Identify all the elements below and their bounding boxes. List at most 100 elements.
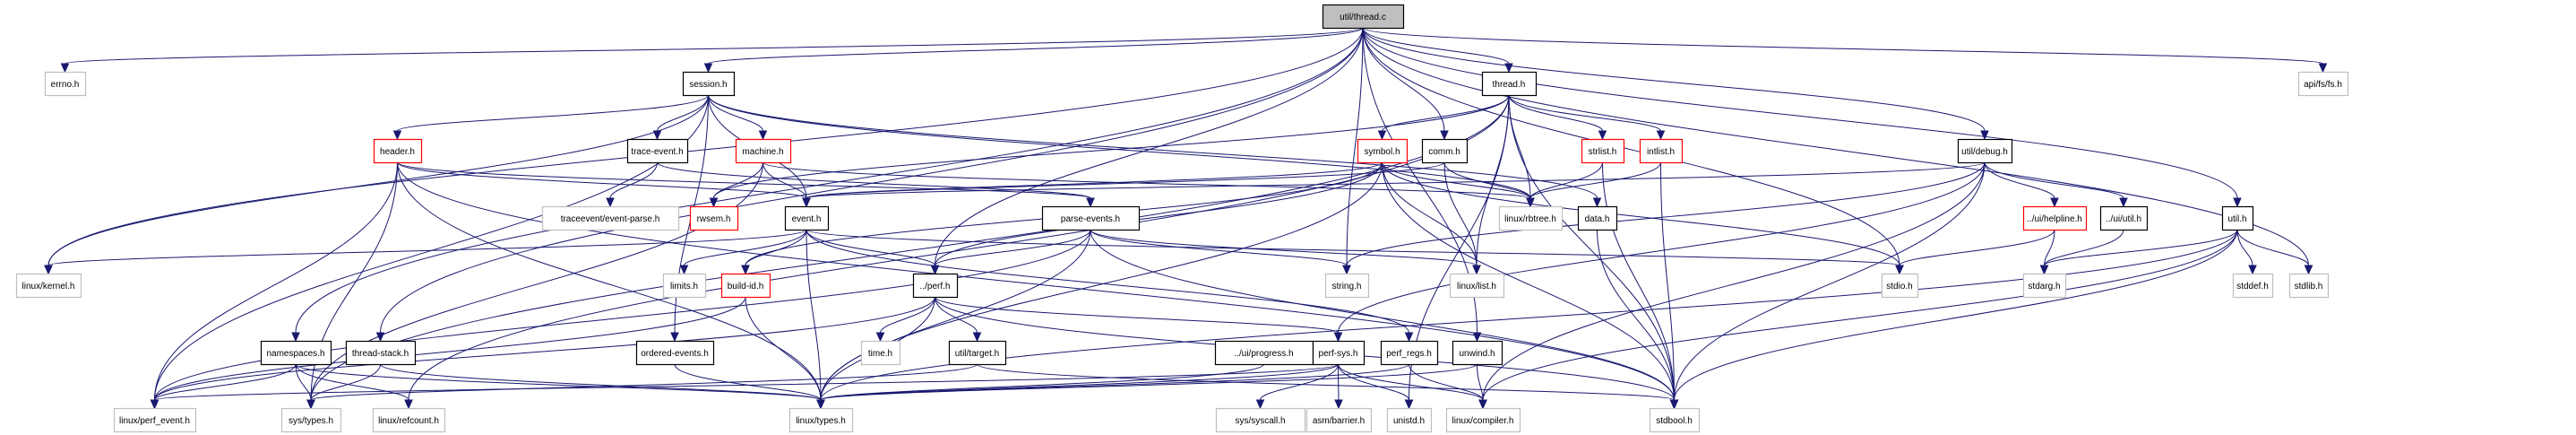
node-perf-regs-h[interactable]: perf_regs.h — [1380, 340, 1439, 366]
node-label: ../ui/util.h — [2106, 214, 2141, 224]
arrowhead-icon — [758, 130, 768, 141]
edge-line — [708, 27, 1364, 65]
edge-perf_sys_h-to-unistd_h — [1338, 363, 1414, 410]
node-perf-sys-h[interactable]: perf-sys.h — [1312, 340, 1366, 366]
node-thread-h[interactable]: thread.h — [1481, 71, 1538, 97]
node-data-h[interactable]: data.h — [1577, 205, 1618, 231]
edge-line — [154, 229, 1091, 401]
node-unwind-h[interactable]: unwind.h — [1452, 340, 1503, 366]
node-label: ../ui/progress.h — [1234, 349, 1293, 359]
edge-line — [2236, 229, 2253, 266]
node-helpline-h[interactable]: ../ui/helpline.h — [2022, 205, 2088, 231]
edge-line — [657, 161, 1091, 199]
edge-line — [1529, 161, 1661, 199]
node-ui-util-h[interactable]: ../ui/util.h — [2099, 205, 2149, 231]
edge-line — [154, 296, 746, 401]
node-session-h[interactable]: session.h — [682, 71, 736, 97]
node-thread-c[interactable]: util/thread.c — [1322, 4, 1405, 30]
edge-line — [806, 161, 1445, 199]
node-label: perf-sys.h — [1319, 349, 1358, 359]
node-label: machine.h — [742, 147, 783, 157]
node-label: header.h — [380, 147, 415, 157]
node-label: string.h — [1332, 282, 1362, 291]
node-parse-events-h[interactable]: parse-events.h — [1041, 205, 1141, 231]
edge-session_h-to-rbtree_h — [708, 94, 1535, 208]
edge-line — [806, 229, 935, 266]
node-box — [948, 340, 1007, 366]
node-rbtree-h: linux/rbtree.h — [1498, 205, 1564, 231]
node-build-id-h[interactable]: build-id.h — [720, 273, 771, 299]
edge-thread_c-to-session_h — [703, 27, 1364, 74]
node-ordered-events-h[interactable]: ordered-events.h — [635, 340, 715, 366]
node-box — [1380, 340, 1439, 366]
edge-namespaces_h-to-perf_event_h — [150, 363, 297, 410]
node-debug-h[interactable]: util/debug.h — [1957, 138, 2013, 164]
edge-line — [154, 363, 297, 401]
arrowhead-icon — [1598, 130, 1607, 141]
node-perf-h[interactable]: ../perf.h — [912, 273, 959, 299]
node-strlist-h[interactable]: strlist.h — [1581, 138, 1625, 164]
edge-session_h-to-perf_event_h — [150, 94, 709, 410]
edge-line — [820, 229, 2238, 401]
arrowhead-icon — [1656, 130, 1666, 141]
node-thread-stack-h[interactable]: thread-stack.h — [345, 340, 417, 366]
arrowhead-icon — [150, 399, 159, 410]
edge-line — [820, 363, 1478, 401]
edge-event_h-to-build_id_h — [741, 229, 807, 275]
arrowhead-icon — [1592, 197, 1602, 208]
arrowhead-icon — [1472, 265, 1481, 275]
edge-perf_h-to-target_h — [935, 296, 982, 343]
edge-unwind_h-to-compiler_h — [1477, 363, 1487, 410]
arrowhead-icon — [679, 265, 689, 275]
edge-line — [713, 94, 1510, 199]
edge-event_h-to-perf_regs_h — [806, 229, 1414, 343]
node-errno-h: errno.h — [44, 71, 87, 97]
node-label: event.h — [792, 214, 822, 224]
node-intlist-h[interactable]: intlist.h — [1639, 138, 1684, 164]
node-target-h[interactable]: util/target.h — [948, 340, 1007, 366]
node-sys-types-h: sys/types.h — [280, 407, 342, 433]
arrowhead-icon — [1895, 265, 1904, 275]
arrowhead-icon — [392, 130, 402, 141]
edge-line — [1660, 161, 1675, 401]
node-box — [2221, 205, 2254, 231]
edge-thread_c-to-debug_h — [1362, 27, 1989, 141]
node-label: ordered-events.h — [641, 349, 709, 359]
edge-line — [1443, 161, 1531, 199]
edge-event_h-to-limits_h — [679, 229, 807, 275]
node-namespaces-h[interactable]: namespaces.h — [260, 340, 332, 366]
node-label: linux/refcount.h — [378, 416, 439, 426]
node-perf-event-h: linux/perf_event.h — [113, 407, 197, 433]
node-box — [2297, 71, 2349, 97]
arrowhead-icon — [1980, 130, 1989, 141]
node-box — [1957, 138, 2013, 164]
node-stdarg-h: stdarg.h — [2022, 273, 2067, 299]
node-trace-event-h[interactable]: trace-event.h — [626, 138, 689, 164]
edge-line — [1338, 363, 1340, 401]
node-progress-h[interactable]: ../ui/progress.h — [1214, 340, 1314, 366]
node-machine-h[interactable]: machine.h — [735, 138, 792, 164]
node-string-h: string.h — [1324, 273, 1370, 299]
node-util-h[interactable]: util.h — [2221, 205, 2254, 231]
node-box — [635, 340, 715, 366]
node-comm-h[interactable]: comm.h — [1421, 138, 1469, 164]
node-label: intlist.h — [1647, 147, 1675, 157]
node-linux-types-h: linux/types.h — [788, 407, 854, 433]
node-event-parse-h: traceevent/event-parse.h — [541, 205, 680, 231]
node-box — [260, 340, 332, 366]
node-box — [2022, 205, 2088, 231]
node-rwsem-h[interactable]: rwsem.h — [689, 205, 739, 231]
edge-target_h-to-stdbool_h — [977, 363, 1679, 410]
edge-line — [1984, 161, 2055, 199]
arrowhead-icon — [1342, 265, 1351, 275]
node-label: asm/barrier.h — [1313, 416, 1365, 426]
node-box — [345, 340, 417, 366]
node-symbol-h[interactable]: symbol.h — [1357, 138, 1409, 164]
edge-line — [295, 363, 312, 401]
edge-line — [154, 296, 935, 401]
node-event-h[interactable]: event.h — [784, 205, 830, 231]
edge-thread_h-to-rwsem_h — [709, 94, 1510, 208]
edge-header_h-to-event_h — [397, 161, 811, 208]
node-header-h[interactable]: header.h — [373, 138, 423, 164]
edge-line — [1984, 161, 2124, 199]
